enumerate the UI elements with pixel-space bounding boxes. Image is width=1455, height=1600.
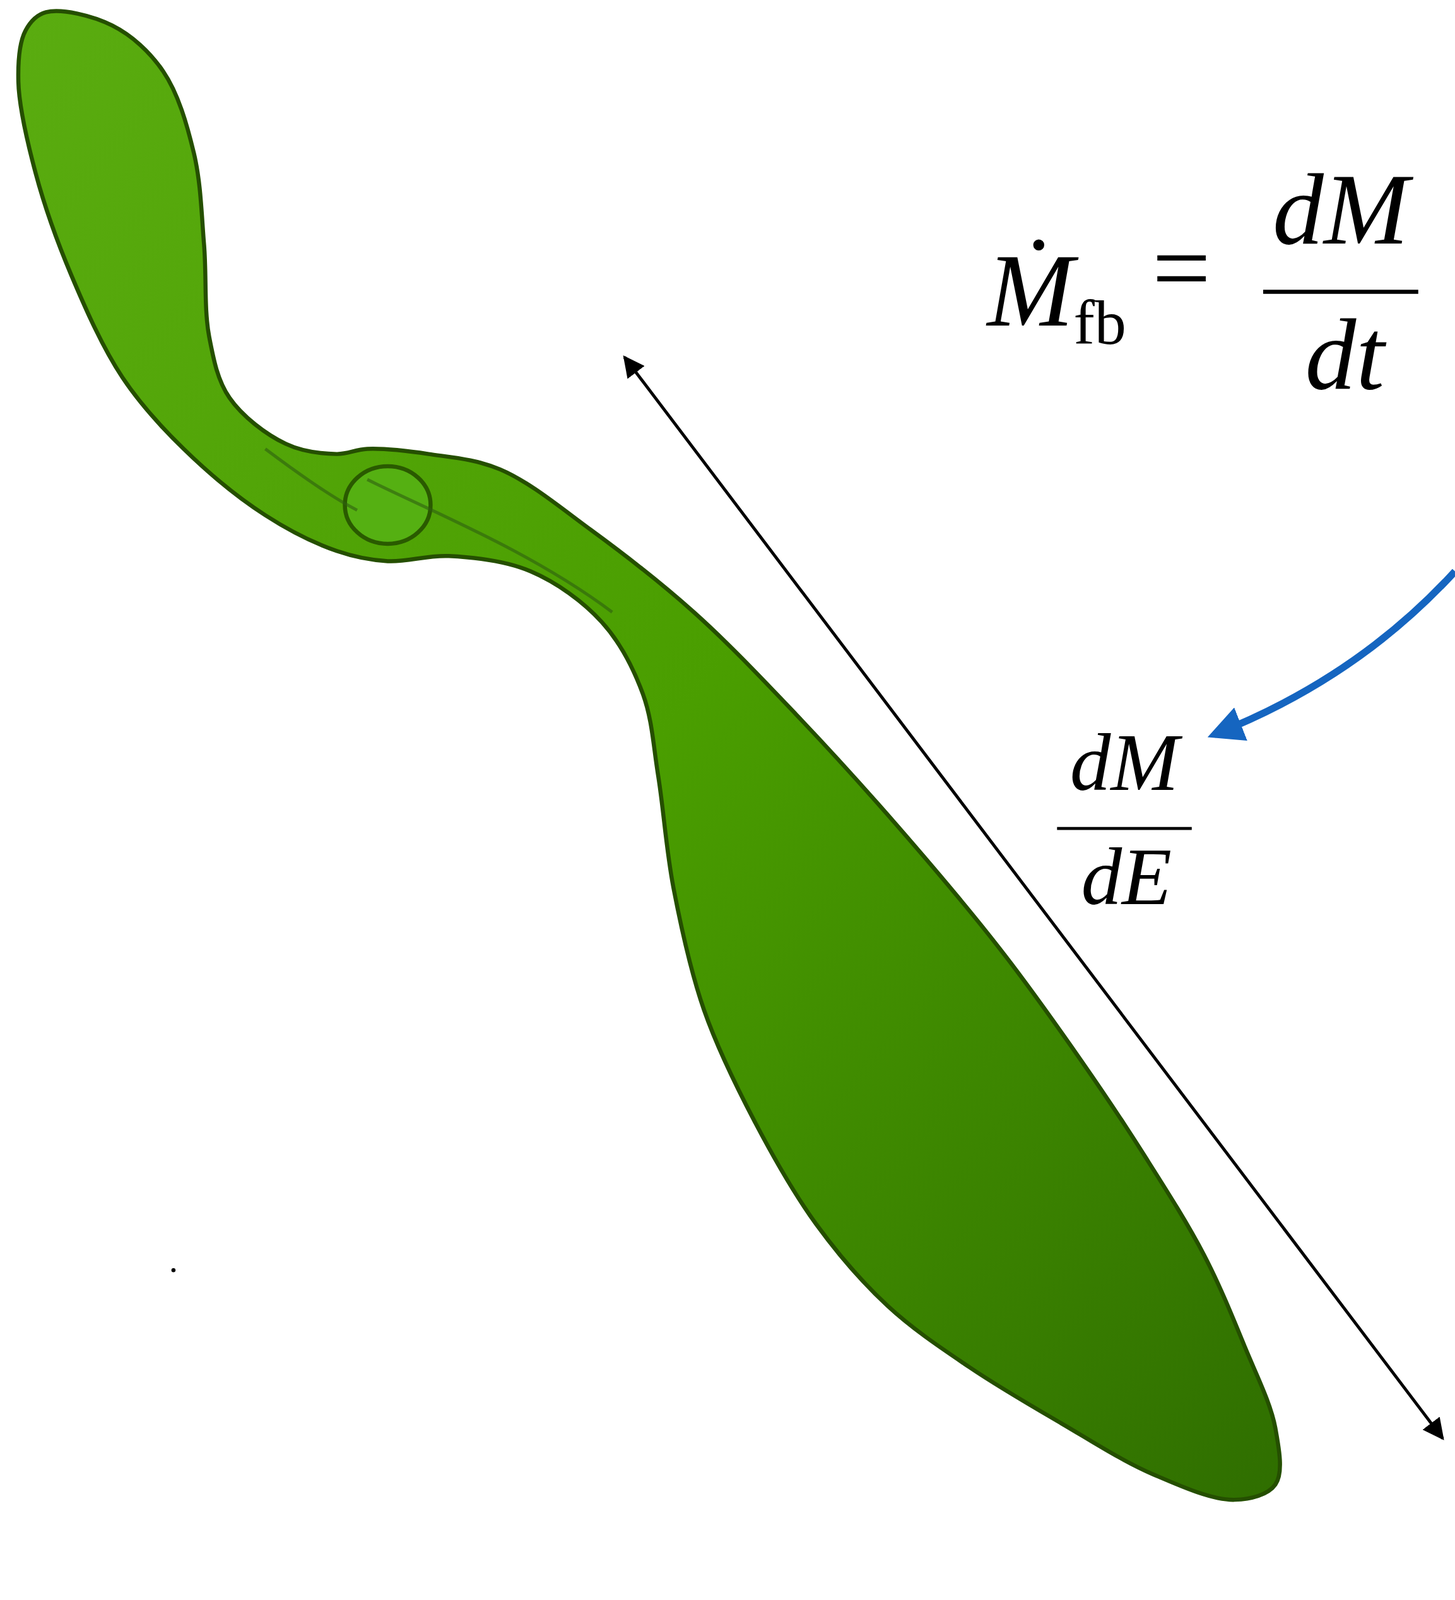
numerator: dM — [1070, 721, 1179, 804]
denominator: dE — [1080, 836, 1172, 918]
surface-crease — [265, 449, 358, 511]
subscript: fb — [1073, 290, 1127, 354]
numerator: dM — [1272, 159, 1409, 262]
fraction-bar — [1263, 289, 1419, 294]
dot — [171, 1268, 176, 1273]
denominator: dt — [1304, 304, 1385, 407]
flux-symbol: Ṁ — [987, 239, 1074, 344]
length-arrow — [624, 357, 1444, 1439]
equals-sign: = — [1152, 216, 1211, 321]
green-structure — [18, 11, 1281, 1501]
surface-crease — [367, 479, 613, 613]
relation-arrow — [1213, 571, 1455, 736]
fraction-bar — [1056, 827, 1192, 831]
